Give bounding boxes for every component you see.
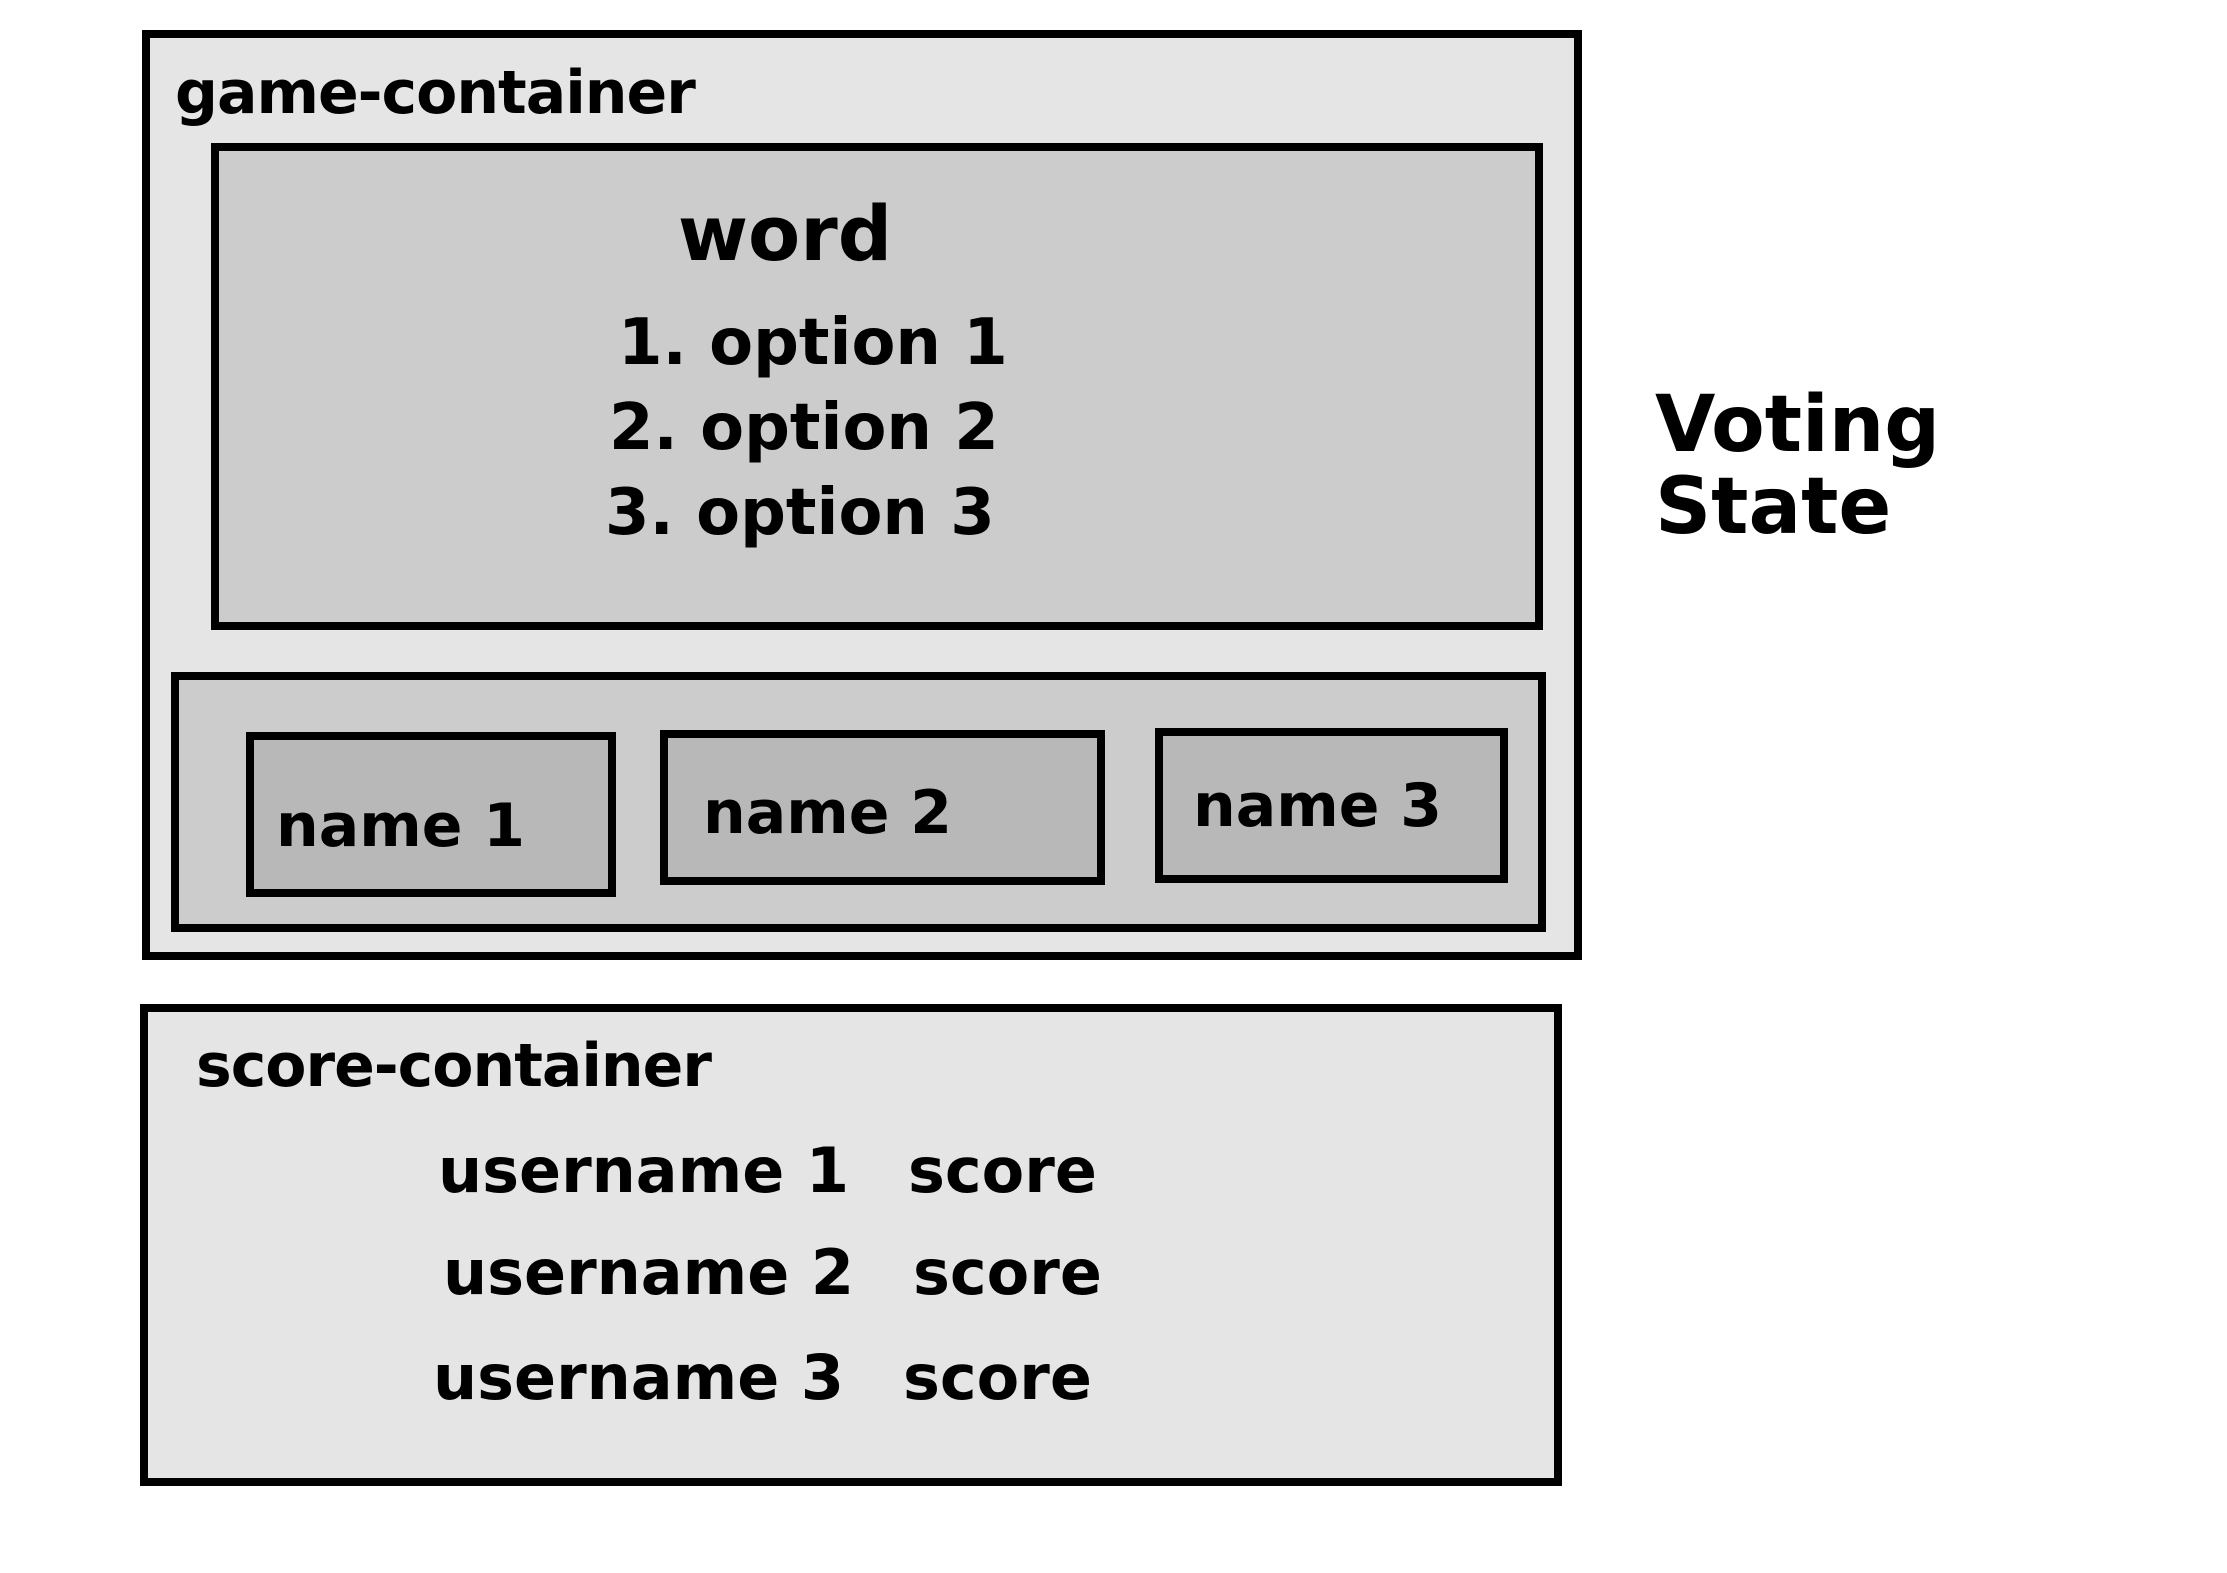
option-2: 2. option 2 [609, 391, 999, 465]
score-row-username: username 3 [433, 1341, 845, 1414]
game-container-label: game-container [175, 58, 696, 128]
score-row-score: score [908, 1134, 1097, 1207]
game-container: game-container word 1. option 1 2. optio… [142, 30, 1582, 960]
name-2-label: name 2 [703, 778, 953, 848]
option-3: 3. option 3 [605, 476, 995, 550]
name-1-label: name 1 [276, 791, 526, 861]
name-3-button[interactable]: name 3 [1155, 728, 1508, 883]
score-row-score: score [913, 1236, 1102, 1309]
name-3-label: name 3 [1193, 771, 1443, 841]
word-panel: word 1. option 1 2. option 2 3. option 3 [211, 143, 1543, 630]
score-row-score: score [903, 1341, 1092, 1414]
word-text: word [677, 189, 893, 278]
name-2-button[interactable]: name 2 [660, 730, 1105, 885]
state-annotation: Voting State [1655, 380, 1941, 552]
names-panel: name 1 name 2 name 3 [171, 672, 1546, 932]
score-row-username: username 1 [438, 1134, 850, 1207]
name-1-button[interactable]: name 1 [246, 732, 616, 897]
option-1: 1. option 1 [618, 306, 1008, 380]
score-container-label: score-container [196, 1031, 712, 1101]
score-row-username: username 2 [443, 1236, 855, 1309]
